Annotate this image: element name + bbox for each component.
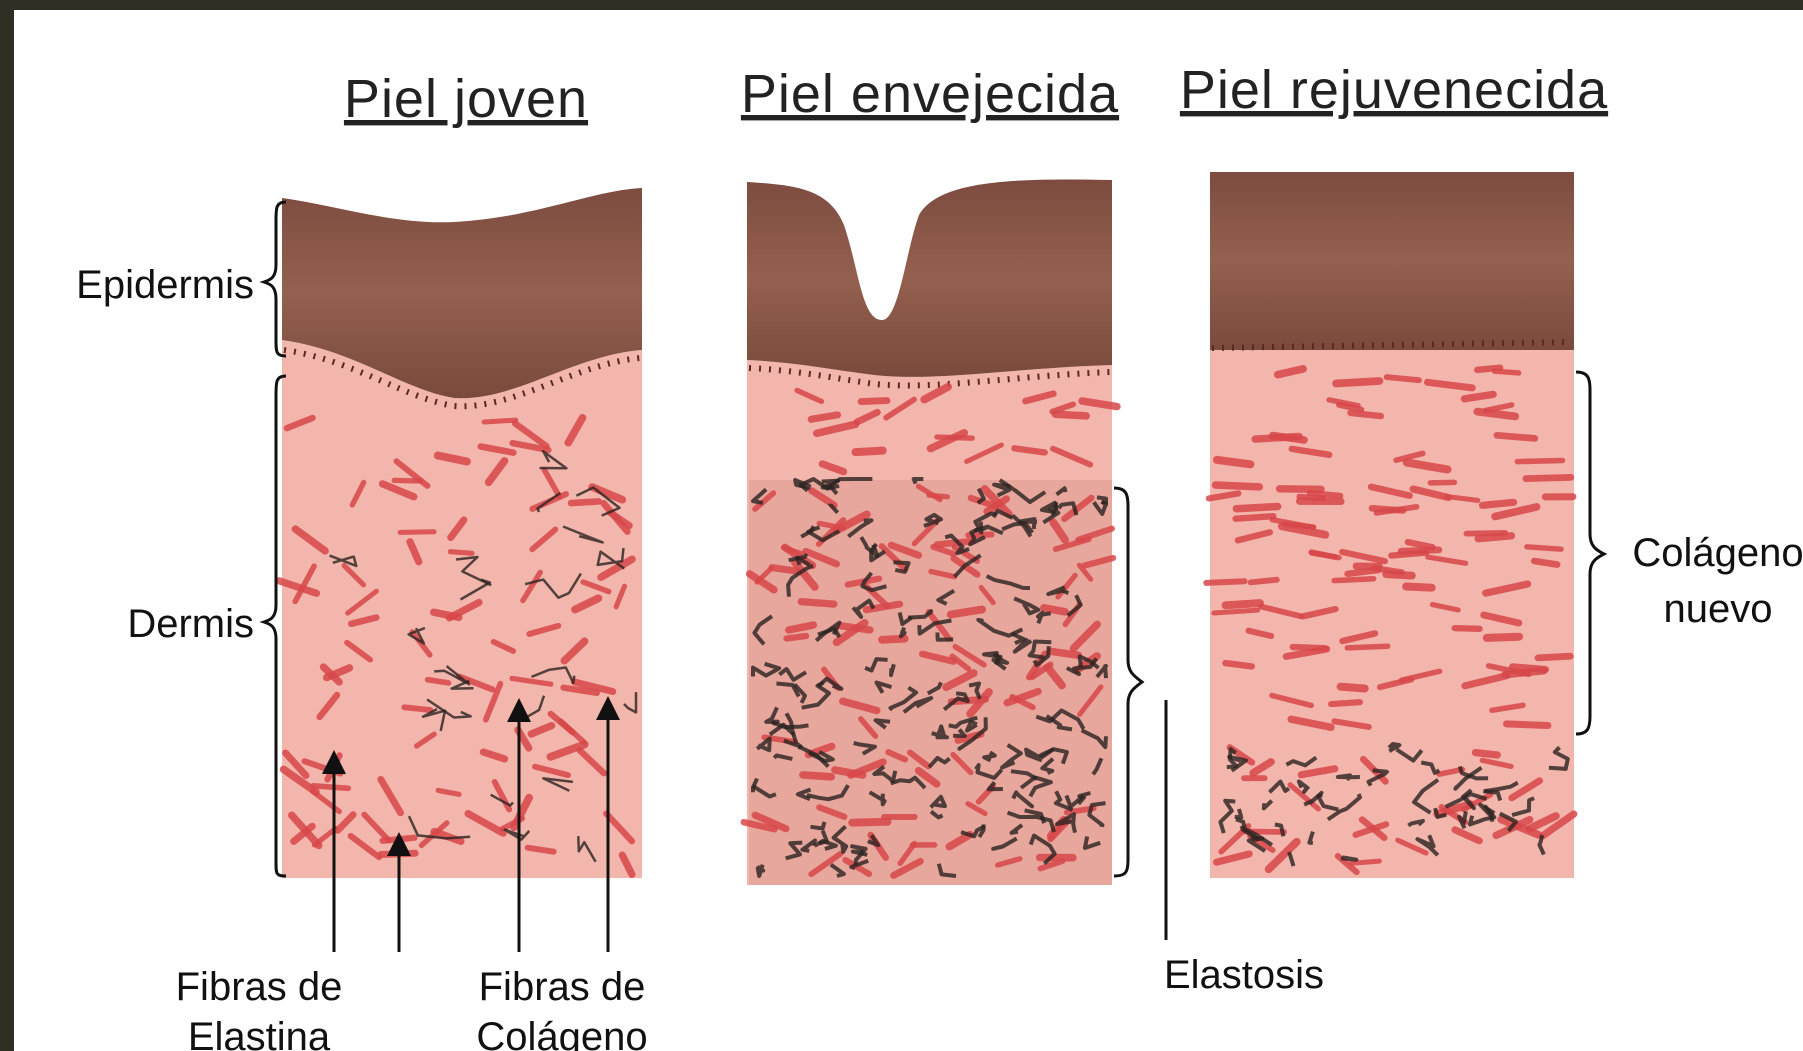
- collagen-fiber: [528, 848, 554, 852]
- collagen-fiber: [1044, 608, 1065, 612]
- collagen-label-line2: Colágeno: [476, 1015, 647, 1051]
- collagen-fiber: [1225, 663, 1251, 666]
- collagen-fiber: [1347, 646, 1387, 648]
- collagen-fiber: [951, 610, 982, 615]
- collagen-fiber: [313, 786, 348, 789]
- epidermis-layer: [1210, 172, 1574, 350]
- collagen-fiber: [1406, 587, 1432, 588]
- collagen-fiber: [1464, 394, 1493, 398]
- collagen-fiber: [404, 707, 430, 710]
- collagen-fiber: [1014, 448, 1044, 452]
- collagen-fiber: [1455, 628, 1480, 629]
- collagen-fiber: [1341, 687, 1365, 689]
- collagen-fiber: [1497, 435, 1535, 438]
- collagen-label-line1: Fibras de: [479, 965, 646, 1009]
- collagen-fiber: [811, 415, 837, 419]
- collagen-fiber: [1478, 536, 1511, 539]
- panel-title-rejuvenated: Piel rejuvenecida: [1180, 60, 1608, 120]
- collagen-fiber: [1477, 412, 1515, 417]
- collagen-fiber: [400, 532, 434, 533]
- collagen-fiber: [1466, 533, 1505, 534]
- collagen-fiber: [803, 775, 831, 777]
- collagen-fiber: [1293, 647, 1325, 648]
- collagen-fiber: [1236, 507, 1277, 509]
- new-collagen-label-line2: nuevo: [1664, 587, 1773, 631]
- collagen-fiber: [1507, 724, 1548, 726]
- collagen-fiber: [1236, 516, 1274, 519]
- collagen-fiber: [1476, 753, 1498, 755]
- collagen-fiber: [1495, 371, 1519, 373]
- collagen-fiber: [772, 568, 797, 572]
- collagen-fiber: [571, 501, 598, 503]
- collagen-fiber: [1251, 580, 1277, 583]
- panel-title-aged: Piel envejecida: [741, 64, 1119, 124]
- elastin-fiber: [891, 664, 894, 675]
- collagen-fiber: [1336, 381, 1379, 384]
- epidermis-label: Epidermis: [76, 263, 254, 307]
- collagen-fiber: [1051, 651, 1079, 655]
- elastosis-label: Elastosis: [1164, 953, 1324, 997]
- panel-rejuvenated-skin: [1206, 172, 1574, 878]
- collagen-fiber: [1214, 610, 1258, 613]
- collagen-fiber: [1526, 477, 1571, 478]
- collagen-fiber: [1487, 637, 1519, 638]
- collagen-fiber: [383, 838, 415, 841]
- collagen-fiber: [1216, 485, 1260, 487]
- collagen-fiber: [1055, 414, 1086, 416]
- collagen-fiber: [484, 420, 516, 422]
- collagen-fiber: [1391, 553, 1426, 556]
- collagen-fiber: [882, 639, 905, 640]
- collagen-fiber: [787, 636, 806, 639]
- collagen-fiber: [1527, 547, 1561, 549]
- collagen-fiber: [1206, 581, 1244, 583]
- collagen-fiber: [937, 437, 972, 438]
- collagen-fiber: [789, 625, 814, 630]
- collagen-fiber: [1387, 377, 1419, 380]
- collagen-fiber: [1483, 502, 1514, 505]
- dermis-layer: [1210, 350, 1574, 878]
- collagen-fiber: [1386, 574, 1412, 575]
- collagen-fiber: [1310, 493, 1341, 496]
- elastin-fiber: [1341, 857, 1356, 859]
- elastosis-brace: [1114, 488, 1142, 876]
- collagen-fiber: [1430, 482, 1454, 483]
- dermis-label: Dermis: [127, 602, 254, 646]
- collagen-fiber: [1538, 656, 1570, 658]
- collagen-fiber: [835, 770, 863, 775]
- new-collagen-brace: [1576, 372, 1604, 734]
- collagen-fiber: [856, 451, 883, 453]
- collagen-fiber: [1331, 702, 1360, 704]
- skin-layers-diagram: Piel joven Piel envejecida Piel rejuvene…: [14, 10, 1803, 1051]
- collagen-fiber: [1226, 603, 1261, 605]
- elastin-label-line2: Elastina: [188, 1015, 331, 1051]
- new-collagen-label-line1: Colágeno: [1632, 531, 1803, 575]
- collagen-fiber: [450, 552, 472, 554]
- elastin-label-line1: Fibras de: [176, 965, 343, 1009]
- collagen-fiber: [801, 602, 834, 605]
- panel-title-young: Piel joven: [344, 69, 588, 129]
- collagen-fiber: [1351, 413, 1381, 416]
- collagen-fiber: [1280, 489, 1322, 490]
- collagen-fiber: [1534, 561, 1557, 565]
- collagen-fiber: [861, 401, 887, 402]
- panel-aged-skin: [744, 179, 1117, 885]
- epidermis-layer: [747, 179, 1112, 376]
- collagen-fiber: [1334, 579, 1374, 581]
- diagram-canvas: Piel joven Piel envejecida Piel rejuvene…: [14, 10, 1803, 1051]
- collagen-fiber: [1517, 461, 1562, 462]
- collagen-fiber: [1255, 437, 1299, 440]
- collagen-fiber: [1217, 460, 1251, 464]
- collagen-fiber: [852, 822, 887, 823]
- collagen-fiber: [428, 680, 449, 683]
